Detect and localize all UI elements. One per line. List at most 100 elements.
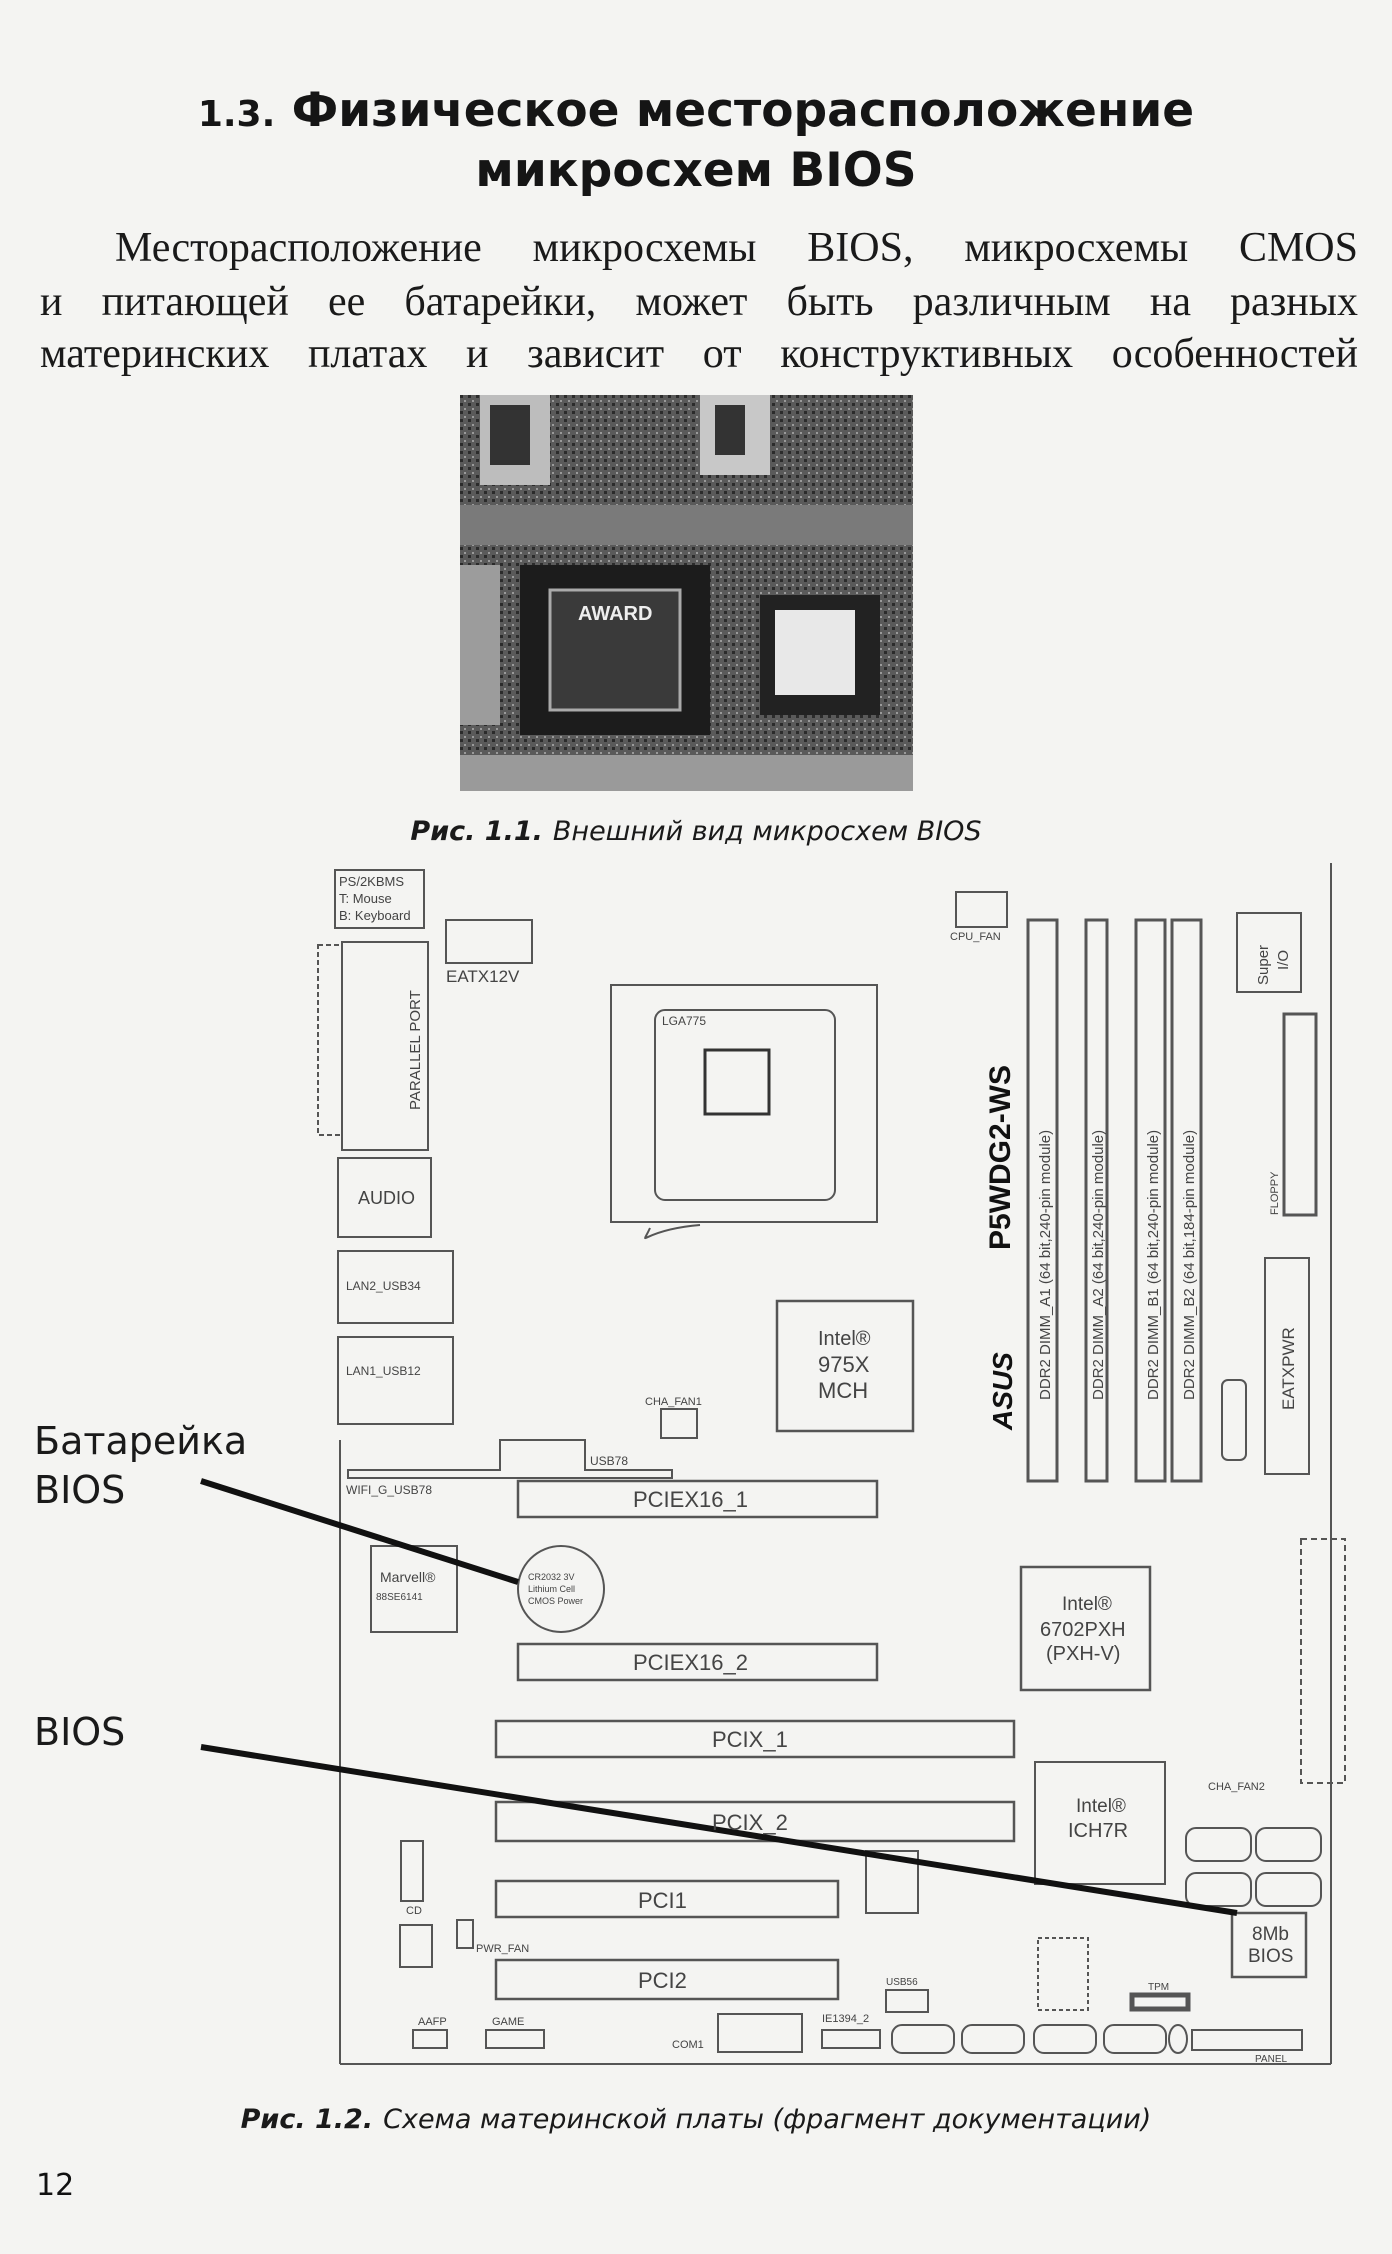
label-marvell: Marvell® xyxy=(380,1569,436,1585)
eatxpwr-connector xyxy=(1264,1257,1310,1475)
cha-fan1-header xyxy=(660,1408,698,1439)
label-cha-fan2: CHA_FAN2 xyxy=(1208,1781,1265,1793)
label-pci1: PCI1 xyxy=(638,1888,687,1913)
asus-logo: ASUS xyxy=(987,1352,1018,1431)
label-super: Super xyxy=(1255,945,1272,985)
ie1394-header xyxy=(821,2029,881,2049)
label-audio: AUDIO xyxy=(358,1188,415,1208)
bios-chip xyxy=(1230,1911,1308,1979)
label-dimm-a1: DDR2 DIMM_A1 (64 bit,240-pin module) xyxy=(1037,1130,1054,1400)
figure-2-caption: Рис. 1.2.Схема материнской платы (фрагме… xyxy=(0,2104,1392,2135)
super-io-chip xyxy=(1236,912,1302,993)
label-dimm-a2: DDR2 DIMM_A2 (64 bit,240-pin module) xyxy=(1090,1130,1107,1400)
paragraph-line-3: материнских платах и зависит от конструк… xyxy=(40,331,1358,377)
label-pciex16-2: PCIEX16_2 xyxy=(633,1650,748,1675)
label-com1: COM1 xyxy=(672,2039,704,2051)
figure-1-label: Рис. 1.1. xyxy=(410,816,543,847)
label-game: GAME xyxy=(492,2016,524,2028)
mch-chip xyxy=(775,1299,915,1433)
label-model: P5WDG2-WS xyxy=(984,1065,1017,1250)
heading-line-2: микросхем BIOS xyxy=(475,143,917,198)
figure-2-label: Рис. 1.2. xyxy=(240,2104,374,2135)
label-usb78: USB78 xyxy=(590,1454,628,1468)
label-lan-usb12: LAN1_USB12 xyxy=(346,1364,421,1378)
label-socket: LGA775 xyxy=(662,1014,706,1028)
small-chip xyxy=(865,1850,919,1914)
com1-header xyxy=(717,2013,803,2053)
label-mch-intel: Intel® xyxy=(818,1328,871,1350)
figure-1-text: Внешний вид микросхем BIOS xyxy=(552,816,982,847)
rear-io-connector xyxy=(1300,1538,1346,1784)
figure-1-caption: Рис. 1.1. Внешний вид микросхем BIOS xyxy=(0,816,1392,847)
label-lan-usb34: LAN2_USB34 xyxy=(346,1279,421,1293)
bios-callout: BIOS xyxy=(34,1710,126,1754)
label-wifi: WIFI_G_USB78 xyxy=(346,1483,432,1497)
label-floppy: FLOPPY xyxy=(1269,1171,1281,1215)
label-pciex16-1: PCIEX16_1 xyxy=(633,1487,748,1512)
lan-usb34-port xyxy=(337,1250,454,1324)
pxh-chip xyxy=(1019,1565,1152,1692)
label-dimm-b2: DDR2 DIMM_B2 (64 bit,184-pin module) xyxy=(1181,1130,1198,1400)
label-ich7r: ICH7R xyxy=(1068,1820,1128,1842)
ps2-port xyxy=(334,869,425,929)
pci1-slot xyxy=(494,1879,840,1919)
lan-usb12-port xyxy=(337,1336,454,1425)
label-cd: CD xyxy=(406,1905,422,1917)
cd-header xyxy=(400,1840,424,1902)
eatx12v-connector xyxy=(445,919,533,964)
label-ie1394: IE1394_2 xyxy=(822,2013,869,2025)
dimm-a1 xyxy=(1026,918,1059,1483)
label-mch-975x: 975X xyxy=(818,1352,870,1377)
label-ps2: PS/2KBMS xyxy=(339,874,404,889)
cpu-socket xyxy=(610,984,878,1223)
paragraph-line-1: Месторасположение микросхемы BIOS, микро… xyxy=(115,225,1358,271)
label-battery-3: CMOS Power xyxy=(528,1596,583,1606)
game-header xyxy=(485,2029,545,2049)
label-cpu-fan: CPU_FAN xyxy=(950,931,1001,943)
cpu-fan-header xyxy=(955,891,1008,928)
pciex16-1-slot xyxy=(516,1479,879,1519)
floppy-connector xyxy=(1282,1012,1318,1217)
ich7r-chip xyxy=(1034,1761,1166,1885)
label-aafp: AAFP xyxy=(418,2016,447,2028)
pcix-1-slot xyxy=(494,1719,1016,1759)
marvell-chip-2 xyxy=(1037,1937,1089,2011)
pwr-fan-header xyxy=(456,1919,474,1949)
dimm-b2 xyxy=(1170,918,1203,1483)
label-marvell-model: 88SE6141 xyxy=(376,1592,423,1603)
paragraph-line-2: и питающей ее батарейки, может быть разл… xyxy=(40,279,1358,325)
section-heading: 1.3. Физическое месторасположение xyxy=(0,82,1392,144)
label-mch: MCH xyxy=(818,1378,868,1403)
audio-ports xyxy=(337,1157,432,1238)
pcix-2-slot xyxy=(494,1800,1016,1843)
panel-header xyxy=(1191,2029,1303,2051)
label-pcix-1: PCIX_1 xyxy=(712,1727,788,1752)
label-eatxpwr: EATXPWR xyxy=(1279,1327,1298,1410)
label-pxh: 6702PXH xyxy=(1040,1619,1126,1641)
cmos-battery xyxy=(517,1545,605,1633)
battery-callout-line-1: Батарейка xyxy=(34,1419,248,1463)
label-pcix-2: PCIX_2 xyxy=(712,1810,788,1835)
label-bios-8mb: 8Mb xyxy=(1252,1924,1289,1945)
label-panel: PANEL xyxy=(1255,2054,1287,2065)
award-logo: AWARD xyxy=(578,603,652,625)
aafp-header xyxy=(412,2029,448,2049)
pciex16-2-slot xyxy=(516,1642,879,1682)
label-ich-intel: Intel® xyxy=(1076,1796,1126,1817)
label-bios-chip: BIOS xyxy=(1248,1946,1293,1967)
battery-callout-line-2: BIOS xyxy=(34,1468,126,1512)
label-parallel: PARALLEL PORT xyxy=(407,990,424,1110)
label-cha-fan1: CHA_FAN1 xyxy=(645,1396,702,1408)
battery-callout: Батарейка BIOS xyxy=(34,1417,247,1515)
label-eatx12v: EATX12V xyxy=(446,967,520,986)
label-tpm: TPM xyxy=(1148,1982,1169,1993)
usb78-header xyxy=(347,1439,673,1479)
label-keyboard: B: Keyboard xyxy=(339,908,411,923)
dimm-a2 xyxy=(1084,918,1109,1483)
label-pxh-v: (PXH-V) xyxy=(1046,1643,1120,1665)
label-usb56: USB56 xyxy=(886,1977,918,1988)
page-number: 12 xyxy=(36,2168,75,2203)
heading-line-1: Физическое месторасположение xyxy=(291,83,1195,138)
dimm-b1 xyxy=(1134,918,1167,1483)
tpm-header xyxy=(1129,1992,1191,2012)
